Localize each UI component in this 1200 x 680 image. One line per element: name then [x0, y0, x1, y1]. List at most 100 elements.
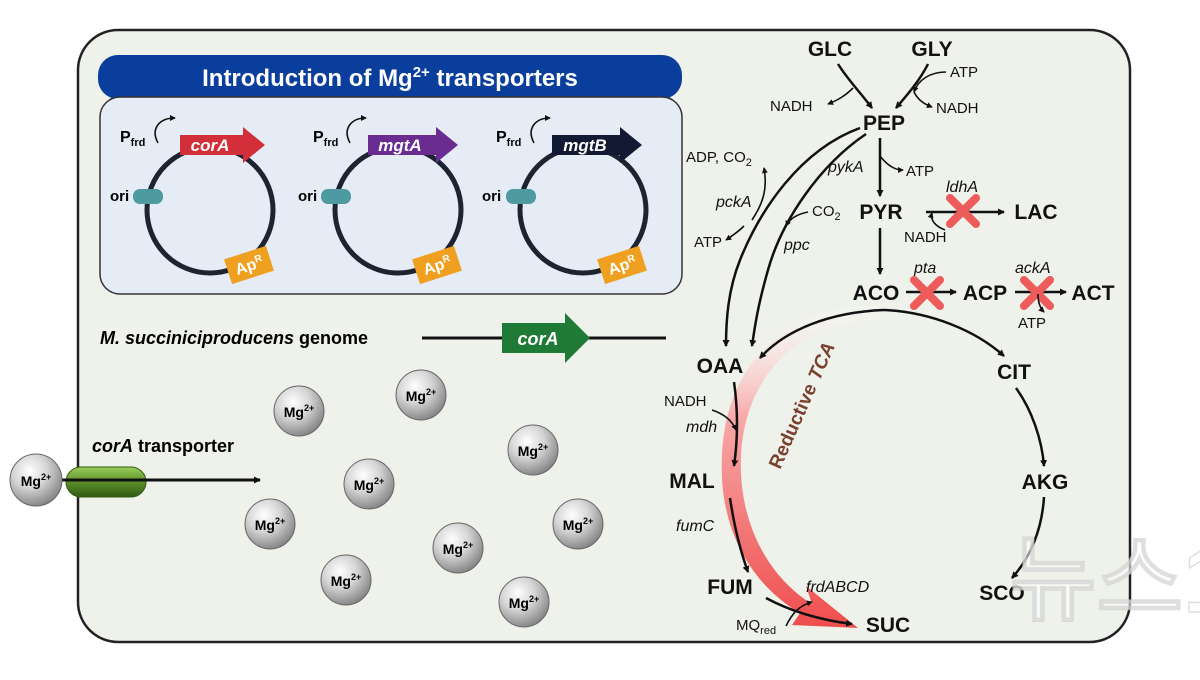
mg-ion: Mg2+: [507, 424, 559, 476]
arrow-oaa-mal: [731, 381, 739, 468]
ori-label: ori: [298, 188, 317, 205]
plasmid-panel: [99, 96, 683, 295]
arrow-atp-in: [725, 225, 745, 241]
gene-arrow-mgtb: [552, 127, 642, 163]
gene-label-cora: corA: [191, 136, 230, 155]
metabolite-pep: PEP: [863, 112, 905, 135]
svg-text:Mg2+: Mg2+: [331, 572, 361, 589]
arrow-pep-oaa-pcka: [722, 126, 861, 348]
arrow-aco-oaa: [759, 308, 885, 359]
promoter-label: Pfrd: [120, 129, 145, 149]
enzyme-ldha: ldhA: [946, 179, 978, 196]
arrow-atp-in: [912, 71, 947, 93]
arrow-akg-sco: [1011, 496, 1046, 579]
plasmid-mgta: ori mgtA Pfrd ApR: [298, 115, 464, 285]
knockout-x-ldha: [946, 194, 980, 228]
mg-ion: Mg2+: [343, 458, 395, 510]
banner-title: Introduction of Mg2+ transporters: [202, 64, 578, 92]
metabolite-mal: MAL: [669, 470, 715, 493]
svg-text:Mg2+: Mg2+: [284, 403, 314, 420]
cofactor-nadh: NADH: [904, 229, 947, 246]
ori-label: ori: [482, 188, 501, 205]
ori-element: [506, 189, 536, 204]
svg-text:Mg2+: Mg2+: [509, 594, 539, 611]
svg-text:ApR: ApR: [421, 253, 454, 279]
banner-bar: [98, 55, 682, 99]
transporter-label: corA transporter: [92, 436, 234, 456]
arrow-nadh-out-2: [913, 91, 933, 109]
marker-apr: ApR: [412, 245, 462, 285]
arrow-atp-out: [1037, 293, 1045, 313]
ori-element: [321, 189, 351, 204]
knockout-x-acka: [1020, 276, 1054, 310]
metabolite-suc: SUC: [866, 614, 910, 637]
gene-label-mgtb: mgtB: [563, 136, 606, 155]
gene-arrow-mgta: [368, 127, 458, 163]
mg-ion: Mg2+: [273, 385, 325, 437]
svg-text:Mg2+: Mg2+: [406, 387, 436, 404]
cofactor-nadh: NADH: [770, 98, 813, 115]
cofactor-nadh: NADH: [664, 393, 707, 410]
cofactor-mqred: MQred: [736, 617, 776, 637]
mg-ion: Mg2+: [320, 554, 372, 606]
arrow-atp-out: [879, 155, 904, 173]
cofactor-nadh: NADH: [936, 100, 979, 117]
arrow-aco-cit: [883, 308, 1005, 357]
arrow-mqred-in: [785, 600, 813, 627]
enzyme-frdabcd: frdABCD: [806, 579, 870, 596]
ori-element: [133, 189, 163, 204]
promoter-arrow: [154, 115, 176, 144]
mg-ion: Mg2+: [552, 498, 604, 550]
plasmid-mgtb: ori mgtB Pfrd ApR: [482, 115, 649, 285]
arrow-pep-oaa-ppc: [749, 132, 867, 348]
svg-text:Mg2+: Mg2+: [255, 516, 285, 533]
metabolite-cit: CIT: [997, 361, 1031, 384]
genome-gene-label: corA: [517, 329, 558, 349]
metabolite-glc: GLC: [808, 38, 852, 61]
svg-text:Mg2+: Mg2+: [443, 540, 473, 557]
arrow-adp-co2-out: [751, 167, 768, 221]
watermark: 뉴스1: [1010, 527, 1200, 632]
ori-label: ori: [110, 188, 129, 205]
promoter-label: Pfrd: [496, 129, 521, 149]
arrow-nadh-in: [927, 212, 946, 231]
mg-ion: Mg2+: [9, 453, 63, 507]
enzyme-mdh: mdh: [686, 419, 717, 436]
svg-text:ApR: ApR: [606, 253, 639, 279]
metabolite-aco: ACO: [853, 282, 900, 305]
arrow-nadh-in: [711, 409, 737, 431]
svg-text:Mg2+: Mg2+: [21, 472, 51, 489]
enzyme-pta: pta: [913, 260, 936, 277]
arrow-cit-akg: [1014, 387, 1048, 468]
cofactor-atp: ATP: [1018, 315, 1046, 332]
metabolite-acp: ACP: [963, 282, 1007, 305]
promoter-arrow: [530, 115, 551, 144]
marker-apr: ApR: [224, 245, 274, 285]
svg-text:ApR: ApR: [233, 253, 266, 279]
enzyme-ppc: ppc: [783, 237, 810, 254]
cofactor-atp: ATP: [906, 163, 934, 180]
metabolite-gly: GLY: [911, 38, 952, 61]
enzyme-pyka: pykA: [827, 159, 864, 176]
cofactor-atp: ATP: [950, 64, 978, 81]
cofactor-adp-co2: ADP, CO2: [686, 149, 752, 169]
promoter-label: Pfrd: [313, 129, 338, 149]
metabolite-sco: SCO: [979, 582, 1025, 605]
promoter-arrow: [346, 115, 367, 144]
gene-arrow-cora: [180, 127, 265, 163]
enzyme-fumc: fumC: [676, 518, 715, 535]
mg-ion: Mg2+: [432, 522, 484, 574]
svg-text:Mg2+: Mg2+: [518, 442, 548, 459]
metabolite-act: ACT: [1071, 282, 1114, 305]
mg-ion: Mg2+: [395, 369, 447, 421]
enzyme-pcka: pckA: [715, 194, 752, 211]
arrow-co2-in: [785, 211, 809, 227]
enzyme-acka: ackA: [1015, 260, 1051, 277]
svg-text:Mg2+: Mg2+: [563, 516, 593, 533]
arrow-mal-fum: [728, 497, 750, 573]
arrow-nadh-out: [827, 87, 854, 105]
gene-label-mgta: mgtA: [378, 136, 421, 155]
marker-apr: ApR: [597, 245, 647, 285]
